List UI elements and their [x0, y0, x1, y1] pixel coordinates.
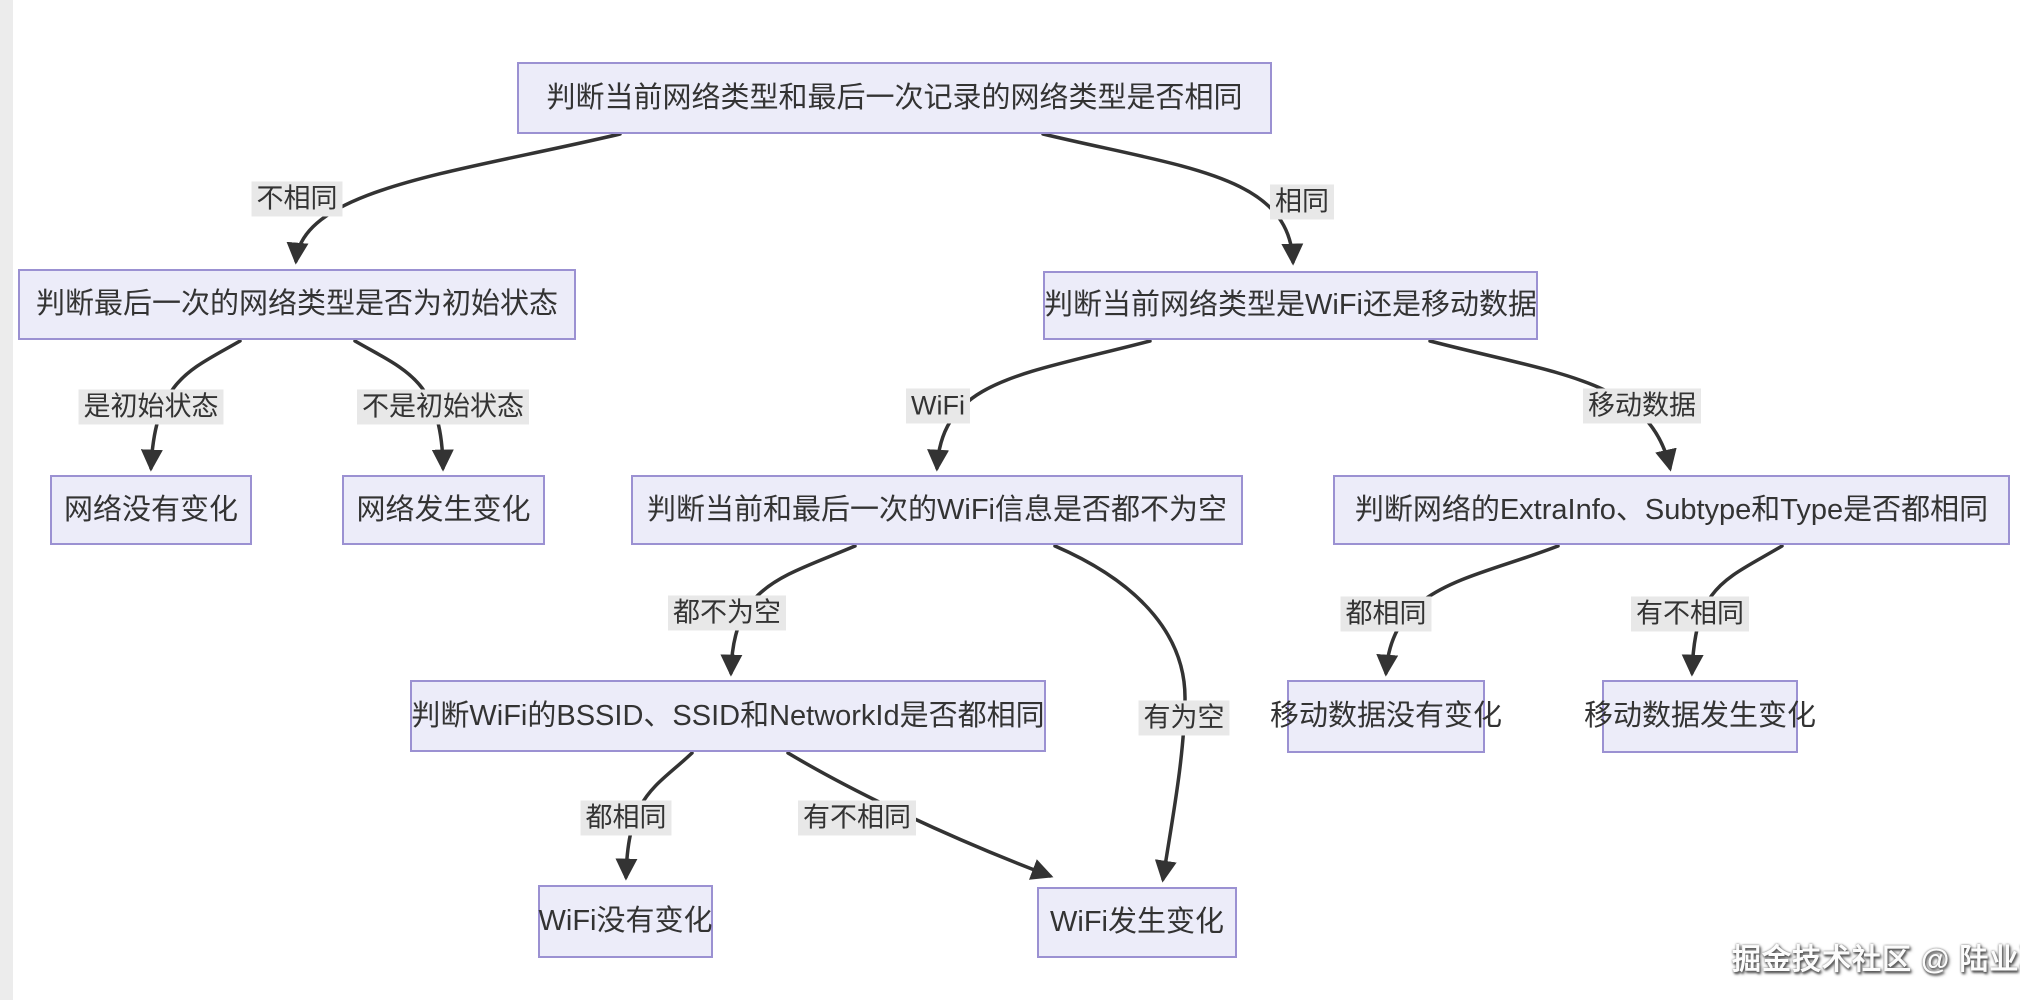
- flowchart-node-net-no-change: 网络没有变化: [50, 475, 252, 545]
- edge-label-wifi-any-diff: 有不相同: [798, 800, 916, 836]
- flowchart-node-wifi-or-mobile: 判断当前网络类型是WiFi还是移动数据: [1043, 271, 1538, 340]
- edge-label-wifi: WiFi: [906, 388, 970, 424]
- edge-label-mobile-all-same: 都相同: [1340, 596, 1432, 632]
- flowchart-node-wifi-changed: WiFi发生变化: [1037, 887, 1237, 958]
- edge-wifi-ids-same-to-wifi-no-change: [615, 751, 694, 881]
- edge-label-not-same: 不相同: [251, 181, 343, 217]
- edge-label-has-null: 有为空: [1138, 700, 1230, 736]
- flowchart-node-wifi-no-change: WiFi没有变化: [538, 885, 713, 958]
- edge-wifi-info-null-to-wifi-ids-same: [720, 544, 857, 677]
- watermark: 掘金技术社区 @ 陆业聪: [1732, 944, 2020, 976]
- flowchart-node-last-initial: 判断最后一次的网络类型是否为初始状态: [18, 269, 576, 340]
- edge-label-same: 相同: [1270, 184, 1334, 220]
- flowchart-node-wifi-info-null: 判断当前和最后一次的WiFi信息是否都不为空: [631, 475, 1243, 545]
- edge-label-wifi-all-same: 都相同: [580, 800, 672, 836]
- page-edge-strip: [0, 0, 13, 1000]
- edge-last-initial-to-net-changed: [353, 339, 454, 472]
- edge-mobile-same-to-mobile-changed: [1681, 544, 1784, 677]
- edge-wifi-or-mobile-to-mobile-same: [1428, 339, 1677, 472]
- flowchart-node-mobile-no-change: 移动数据没有变化: [1270, 680, 1502, 753]
- edge-label-both-not-null: 都不为空: [668, 595, 786, 631]
- edge-wifi-info-null-to-wifi-changed: [1053, 544, 1187, 883]
- flowchart-node-net-changed: 网络发生变化: [342, 475, 545, 545]
- edge-label-mobile: 移动数据: [1583, 388, 1701, 424]
- edge-root-to-last-initial: [286, 132, 622, 265]
- flowchart-node-root: 判断当前网络类型和最后一次记录的网络类型是否相同: [517, 62, 1272, 134]
- edge-label-not-initial: 不是初始状态: [357, 389, 529, 425]
- flowchart-node-mobile-same: 判断网络的ExtraInfo、Subtype和Type是否都相同: [1333, 475, 2010, 545]
- flowchart-node-wifi-ids-same: 判断WiFi的BSSID、SSID和NetworkId是否都相同: [410, 680, 1046, 752]
- edge-last-initial-to-net-no-change: [140, 339, 242, 472]
- edge-mobile-same-to-mobile-no-change: [1376, 544, 1560, 677]
- edge-wifi-or-mobile-to-wifi-info-null: [927, 339, 1152, 472]
- flowchart-node-mobile-changed: 移动数据发生变化: [1584, 680, 1816, 753]
- edge-label-mobile-any-diff: 有不相同: [1631, 596, 1749, 632]
- edge-root-to-wifi-or-mobile: [1041, 132, 1304, 266]
- edge-label-is-initial: 是初始状态: [78, 389, 224, 425]
